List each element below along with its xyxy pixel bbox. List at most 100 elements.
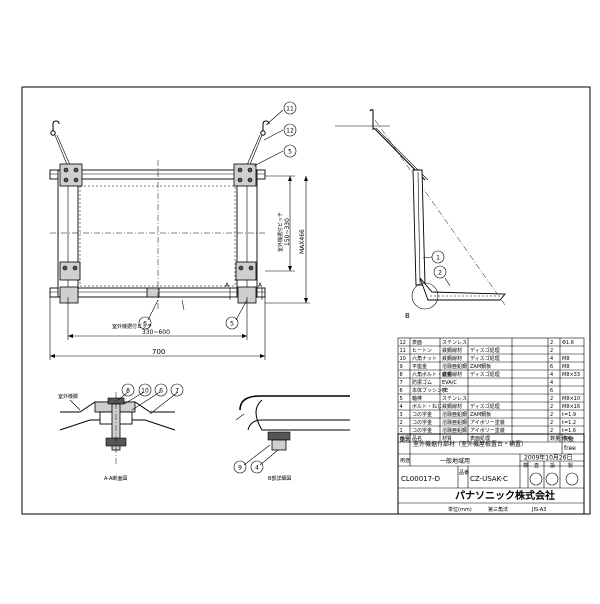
table-cell-qty: 2	[550, 428, 553, 434]
table-cell-no: 7	[400, 380, 403, 386]
vpitch-label: 室外機据付ピッチ	[277, 212, 284, 252]
table-cell-qty: 6	[550, 364, 553, 370]
top-rail	[49, 169, 266, 180]
table-cell-finish: アイボリー塗装	[470, 419, 505, 426]
draft-label: 製	[568, 462, 573, 469]
units-label: 単位(mm)	[448, 506, 472, 513]
approve-label: 検	[523, 462, 528, 469]
table-cell-no: 8	[400, 372, 403, 378]
front-balloons: 11 12 5 6 5	[138, 101, 297, 330]
table-header-spec: 備考	[562, 435, 572, 442]
table-cell-spec: Φ1.6	[562, 340, 574, 346]
table-cell-name: コの字金	[412, 411, 432, 418]
table-header-material: 材質	[442, 435, 452, 442]
section-aa-caption: A-A断面図	[104, 475, 127, 482]
table-cell-qty: 2	[550, 420, 553, 426]
title-block: 図名 室外機据付部材（室外機屋根置台・補置） 尺度 free 用途 一般地域用 …	[397, 433, 585, 515]
b-washer	[271, 439, 287, 451]
table-cell-spec: M8	[562, 356, 570, 362]
balloon-11: 11	[286, 106, 294, 113]
table-cell-spec: M8	[562, 364, 570, 370]
table-cell-name: 軸棒	[412, 395, 422, 402]
scale-value: free	[564, 445, 576, 452]
table-cell-material: 鉄鋼線材	[442, 371, 462, 378]
section-aa-detail: 室外機脚 8 10 6 7 A-A断面図	[58, 383, 184, 482]
table-cell-finish: ディスゴ処理	[470, 371, 500, 378]
drawing-number: CL00017-D	[401, 475, 440, 483]
table-cell-spec: M8×33	[562, 372, 580, 378]
table-cell-qty: 4	[550, 372, 553, 378]
table-cell-no: 10	[400, 356, 406, 362]
vertical-max: MAX466	[299, 229, 306, 254]
table-cell-no: 3	[400, 412, 403, 418]
balloon-d7: 7	[175, 388, 179, 395]
drawing-name: 室外機据付部材（室外機屋根置台・補置）	[413, 440, 527, 448]
detail-b-label: B	[405, 312, 410, 320]
balloon-d4: 4	[255, 465, 259, 472]
table-cell-material: 溶融亜鉛鋼	[442, 419, 467, 426]
detail-b-circle	[411, 282, 439, 310]
drawing-date: 2009年10月26日	[524, 454, 573, 462]
balloon-side-2: 2	[438, 270, 442, 277]
balloon-6: 6	[143, 321, 147, 328]
table-cell-name: コの字金	[412, 427, 432, 434]
table-header-finish: 表面処理	[470, 435, 490, 442]
overall-dimension: 700	[152, 348, 165, 356]
usage-label: 用途	[400, 457, 410, 464]
drawing-border	[21, 86, 591, 515]
table-cell-material: 溶融亜鉛鋼	[442, 411, 467, 418]
table-cell-name: 六角ボルト・座金	[412, 371, 452, 378]
corner-fitting	[233, 163, 257, 187]
model-number: CZ-USAK-C	[470, 475, 508, 483]
balloon-side-1: 1	[436, 255, 440, 262]
table-cell-name: ヒートン	[412, 348, 432, 354]
table-cell-qty: 6	[550, 388, 553, 394]
balloon-12: 12	[286, 128, 294, 135]
balloon-d6: 6	[159, 388, 163, 395]
table-cell-material: PE	[442, 388, 448, 394]
table-cell-qty: 2	[550, 396, 553, 402]
check-label: 査	[534, 462, 539, 469]
front-view: A A 室外機据付ピッチ 330~600 700 室外機据付ピッチ 150~33…	[49, 109, 310, 360]
balloon-d9: 9	[238, 465, 242, 472]
table-cell-finish: ディスゴ処理	[470, 355, 500, 362]
section-b-detail: 9 4 B部詳細図	[233, 395, 350, 482]
table-cell-spec: M8×16	[562, 404, 580, 410]
model-label: 品番	[459, 469, 469, 476]
table-cell-no: 11	[400, 348, 406, 354]
usage-value: 一般地域用	[440, 457, 470, 465]
table-cell-no: 4	[400, 404, 403, 410]
table-cell-finish: ディスゴ処理	[470, 347, 500, 354]
company-name: パナソニック株式会社	[455, 489, 555, 502]
balloon-5b: 5	[230, 321, 234, 328]
title-side-label: 図名	[400, 437, 410, 444]
table-cell-spec: t=1.6	[562, 428, 576, 434]
balloon-5: 5	[288, 149, 292, 156]
table-cell-qty: 2	[550, 348, 553, 354]
table-cell-spec: t=1.2	[562, 420, 576, 426]
left-note: 室外機脚	[58, 393, 78, 400]
table-cell-qty: 4	[550, 356, 553, 362]
table-cell-finish: ZAM鋼板	[470, 363, 491, 370]
table-cell-name: ボルト・ねじ	[412, 403, 442, 410]
table-cell-name: コの字金	[412, 419, 432, 426]
table-header-name: 品名	[412, 435, 422, 442]
table-cell-no: 5	[400, 396, 403, 402]
section-a-left: A	[225, 282, 230, 289]
table-cell-finish: ディスゴ処理	[470, 403, 500, 410]
table-cell-material: 鉄鋼線材	[442, 355, 462, 362]
balloon-d8: 8	[126, 388, 130, 395]
b-nut	[267, 431, 291, 441]
section-a-right: A	[258, 282, 263, 289]
table-cell-finish: ZAM鋼板	[470, 411, 491, 418]
corner-fitting	[59, 163, 83, 187]
detail-b-caption: B部詳細図	[268, 475, 291, 482]
table-cell-spec: M8×10	[562, 396, 580, 402]
bottom-support	[419, 277, 506, 301]
heaton-left	[52, 120, 60, 131]
design-label: 設	[550, 462, 555, 469]
heaton-right	[262, 120, 270, 131]
balloon-d10: 10	[141, 388, 149, 395]
